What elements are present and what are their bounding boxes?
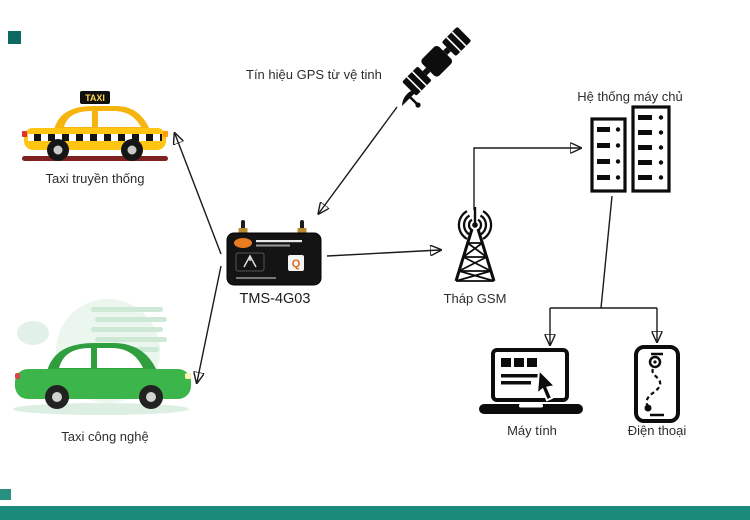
device-node: Q [226, 220, 322, 286]
device-badge-text: Q [292, 258, 301, 270]
traditional-taxi-label: Taxi truyền thống [45, 171, 145, 186]
taxi-roof-sign-text: TAXI [85, 93, 105, 103]
satellite-node [390, 22, 482, 114]
green-car-icon [13, 299, 191, 415]
smartphone-icon [634, 345, 680, 423]
tech-taxi-node [3, 293, 203, 428]
server-rack-icon [590, 105, 671, 193]
gps-tracker-device-icon: Q [226, 220, 322, 286]
gsm-tower-node [443, 203, 507, 285]
phone-node [634, 345, 680, 423]
tech-taxi-label: Taxi công nghệ [61, 429, 149, 444]
laptop-icon [479, 348, 583, 414]
line-server-drop [600, 195, 613, 309]
gsm-tower-label: Tháp GSM [443, 291, 507, 306]
arrow-satellite-to-device [319, 106, 398, 213]
corner-accent-square-bottom [0, 489, 11, 500]
taxi-icon: TAXI [22, 91, 168, 161]
arrow-device-to-tower [326, 250, 440, 257]
arrow-device-to-car [197, 265, 222, 382]
corner-accent-square-top [8, 31, 21, 44]
gsm-tower-icon [454, 207, 496, 282]
computer-label: Máy tính [507, 423, 557, 438]
device-label: TMS-4G03 [239, 291, 311, 307]
computer-node [479, 348, 583, 418]
traditional-taxi-node: TAXI [20, 90, 170, 170]
satellite-icon [402, 27, 471, 108]
arrow-tower-to-server [473, 148, 580, 210]
arrow-device-to-taxi [175, 134, 222, 255]
phone-label: Điện thoại [627, 423, 687, 438]
server-node [588, 103, 673, 195]
gps-signal-label: Tín hiệu GPS từ vệ tinh [246, 67, 382, 82]
server-label: Hệ thống máy chủ [577, 89, 683, 104]
footer-accent-bar [0, 506, 750, 520]
